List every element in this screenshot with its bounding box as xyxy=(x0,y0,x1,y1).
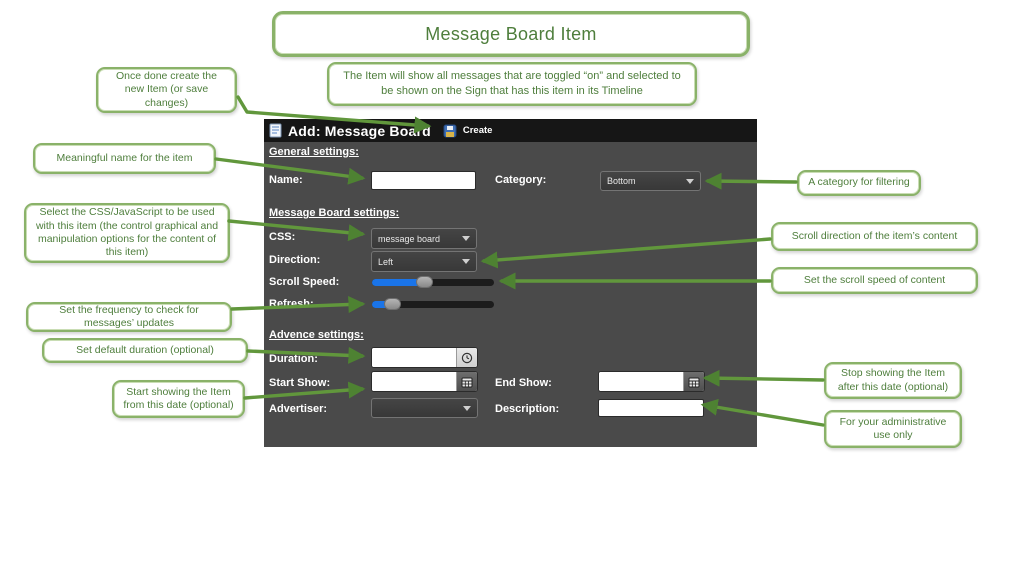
chevron-down-icon xyxy=(463,405,471,411)
document-icon xyxy=(269,123,282,138)
chevron-down-icon xyxy=(462,259,470,264)
css-dropdown[interactable]: message board xyxy=(371,228,477,249)
end-show-field xyxy=(598,371,705,392)
end-show-label: End Show: xyxy=(495,377,552,389)
callout-name: Meaningful name for the item xyxy=(33,143,216,174)
callout-description: For your administrative use only xyxy=(824,410,962,448)
chevron-down-icon xyxy=(462,236,470,241)
section-message-board-settings: Message Board settings: xyxy=(269,207,400,219)
scroll-speed-label: Scroll Speed: xyxy=(269,276,340,288)
advertiser-dropdown[interactable] xyxy=(371,398,478,418)
description-input[interactable] xyxy=(598,399,704,417)
duration-field xyxy=(371,347,478,368)
start-show-input[interactable] xyxy=(372,372,456,391)
scroll-speed-fill xyxy=(372,276,434,288)
callout-start-show: Start showing the Item from this date (o… xyxy=(112,380,245,418)
advertiser-label: Advertiser: xyxy=(269,403,328,415)
description-label: Description: xyxy=(495,403,560,415)
calendar-icon[interactable] xyxy=(683,372,704,391)
page-subtitle: The Item will show all messages that are… xyxy=(327,62,697,106)
callout-refresh: Set the frequency to check for messages’… xyxy=(26,302,232,332)
duration-label: Duration: xyxy=(269,353,318,365)
add-message-board-dialog: Add: Message Board Create General settin… xyxy=(264,119,757,447)
start-show-label: Start Show: xyxy=(269,377,331,389)
css-value: message board xyxy=(378,233,441,244)
callout-direction: Scroll direction of the item’s content xyxy=(771,222,978,251)
direction-dropdown[interactable]: Left xyxy=(371,251,477,272)
category-dropdown[interactable]: Bottom xyxy=(600,171,701,191)
start-show-field xyxy=(371,371,478,392)
callout-category: A category for filtering xyxy=(797,170,921,196)
category-label: Category: xyxy=(495,174,547,186)
callout-create: Once done create the new Item (or save c… xyxy=(96,67,237,113)
duration-input[interactable] xyxy=(372,348,456,367)
refresh-fill xyxy=(372,298,401,310)
page-title: Message Board Item xyxy=(272,11,750,57)
end-show-input[interactable] xyxy=(599,372,683,391)
callout-css: Select the CSS/JavaScript to be used wit… xyxy=(24,203,230,263)
scroll-speed-handle[interactable] xyxy=(416,276,434,288)
dialog-header: Add: Message Board Create xyxy=(264,119,757,142)
refresh-label: Refresh: xyxy=(269,298,314,310)
name-label: Name: xyxy=(269,174,303,186)
dialog-title: Add: Message Board xyxy=(288,122,431,139)
save-icon[interactable] xyxy=(443,124,457,138)
create-button[interactable]: Create xyxy=(462,125,493,136)
callout-scroll-speed: Set the scroll speed of content xyxy=(771,267,978,294)
clock-icon[interactable] xyxy=(456,348,477,367)
direction-label: Direction: xyxy=(269,254,321,266)
css-label: CSS: xyxy=(269,231,296,243)
callout-end-show: Stop showing the Item after this date (o… xyxy=(824,362,962,399)
chevron-down-icon xyxy=(686,178,694,184)
calendar-icon[interactable] xyxy=(456,372,477,391)
name-input[interactable] xyxy=(371,171,476,190)
refresh-slider[interactable] xyxy=(372,298,494,310)
section-general-settings: General settings: xyxy=(269,146,359,158)
direction-value: Left xyxy=(378,256,394,267)
section-advance-settings: Advence settings: xyxy=(269,329,364,341)
callout-duration: Set default duration (optional) xyxy=(42,338,248,363)
refresh-handle[interactable] xyxy=(383,298,401,310)
scroll-speed-slider[interactable] xyxy=(372,276,494,288)
category-value: Bottom xyxy=(607,176,636,186)
